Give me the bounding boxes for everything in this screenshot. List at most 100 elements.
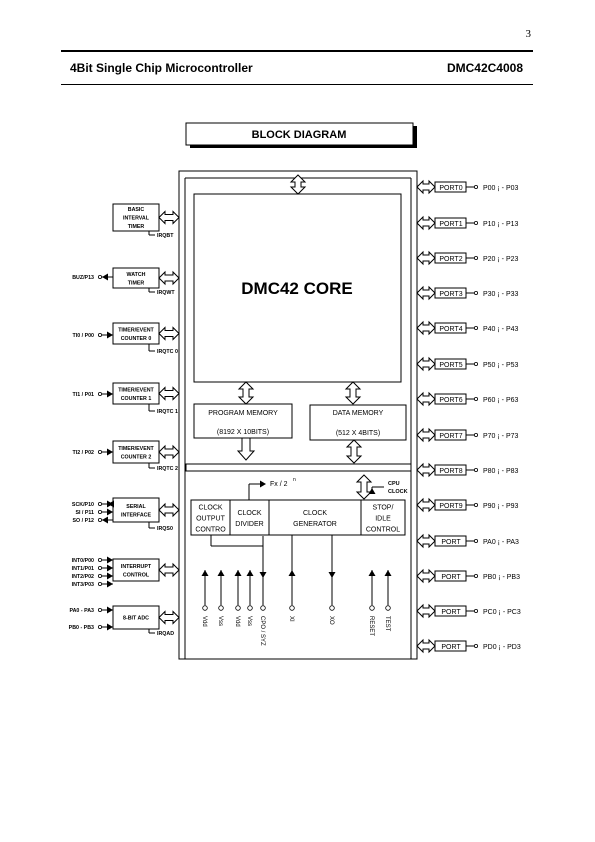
bottom-pin-dot-7 — [329, 605, 335, 611]
left-block-4-irq-label: IRQTC 1 — [157, 409, 178, 415]
port-7-bus-arrow — [416, 391, 436, 407]
port-2-label: PORT1 — [439, 221, 462, 228]
port-1-pins: P00 ¡ - P03 — [483, 185, 519, 192]
bottom-pin-label-7: XO — [328, 616, 334, 625]
left-pin-6-3: SO / P12 — [73, 518, 95, 524]
bottom-pin-label-9: TEST — [384, 616, 390, 632]
core-block — [193, 193, 402, 383]
bottom-pin-label-6: XI — [288, 616, 294, 622]
left-pin-dot-7-4 — [98, 582, 103, 587]
left-block-4-line-2: COUNTER 1 — [121, 396, 152, 402]
port-5-pin-dot — [473, 325, 478, 330]
left-pin-arrow-6-2 — [107, 508, 113, 516]
left-block-6-line-1: SERIAL — [126, 504, 146, 510]
port-12-pins: PB0 ¡ - PB3 — [483, 574, 520, 581]
left-pin-arrow-3-1 — [107, 331, 113, 339]
port-13-pin-dot — [473, 609, 478, 614]
left-pin-4-1: TI1 / P01 — [73, 392, 95, 398]
port-6-bus-arrow — [416, 356, 436, 372]
core-label: DMC42 CORE — [241, 279, 352, 298]
program-memory-down-arrow — [236, 437, 256, 461]
port-4-bus-arrow — [416, 285, 436, 301]
port-14-bus-arrow — [416, 638, 436, 654]
data-memory-block — [309, 404, 407, 441]
port-13-bus-arrow — [416, 603, 436, 619]
bottom-pin-dot-6 — [289, 605, 295, 611]
fx-superscript: n — [293, 477, 296, 483]
left-block-2-line-2: TIMER — [128, 280, 145, 286]
left-pin-dot-5-1 — [98, 449, 103, 454]
left-pin-arrow-7-2 — [107, 564, 113, 572]
left-block-7-line-1: INTERRUPT — [121, 564, 152, 570]
port-11-label: PORT — [441, 539, 461, 546]
left-pin-dot-8-2 — [98, 625, 103, 630]
port-12-pin-dot — [473, 574, 478, 579]
port-3-label: PORT2 — [439, 256, 462, 263]
port-11-bus-arrow — [416, 533, 436, 549]
bottom-pin-dot-5 — [260, 605, 266, 611]
header-part-number: DMC42C4008 — [446, 61, 523, 75]
bottom-pin-label-4: Vss — [246, 616, 252, 626]
clock-block-3-line-1: CLOCK — [303, 510, 327, 517]
left-block-1 — [112, 203, 160, 232]
left-block-1-line-2: INTERVAL — [123, 216, 150, 222]
left-pin-arrow-4-1 — [107, 390, 113, 398]
bottom-pin-dot-8 — [369, 605, 375, 611]
port-12-label: PORT — [441, 574, 461, 581]
left-pin-dot-8-1 — [98, 608, 103, 613]
port-10-label: PORT9 — [439, 503, 462, 510]
left-pin-7-2: INT1/P01 — [72, 566, 94, 572]
header-left-title: 4Bit Single Chip Microcontroller — [70, 61, 253, 75]
bottom-pin-arrow-5 — [259, 572, 267, 578]
left-pin-dot-2-1 — [98, 274, 103, 279]
port-14-label: PORT — [441, 644, 461, 651]
bottom-pin-arrow-1 — [201, 570, 209, 576]
bottom-pin-dot-1 — [202, 605, 208, 611]
left-pin-arrow-6-3 — [102, 516, 108, 524]
bottom-pin-label-1: Vdd — [201, 616, 207, 627]
left-block-8-bus-arrow — [158, 610, 180, 625]
left-pin-dot-7-1 — [98, 558, 103, 563]
left-block-3-line-2: COUNTER 0 — [121, 336, 152, 342]
clock-block-2-line-1: CLOCK — [237, 510, 261, 517]
left-block-7-bus-arrow — [158, 562, 180, 578]
port-4-pin-dot — [473, 290, 478, 295]
port-8-bus-arrow — [416, 427, 436, 443]
left-pin-2-1: BUZ/P13 — [72, 275, 94, 281]
page-number: 3 — [525, 28, 532, 40]
left-pin-arrow-7-1 — [107, 556, 113, 564]
left-block-5-irq-label: IRQTC 2 — [157, 466, 178, 472]
program-memory-size: (8192 X 10BITS) — [217, 429, 269, 436]
port-10-pin-dot — [473, 502, 478, 507]
port-6-label: PORT5 — [439, 362, 462, 369]
left-block-4-line-1: TIMER/EVENT — [118, 387, 154, 393]
port-6-pins: P50 ¡ - P53 — [483, 362, 519, 369]
left-pin-8-1: PA0 - PA3 — [69, 608, 94, 614]
port-5-pins: P40 ¡ - P43 — [483, 326, 519, 333]
bottom-pin-label-8: RESET — [368, 616, 374, 636]
program-memory-block — [193, 403, 293, 439]
clock-block-4 — [360, 499, 406, 536]
core-data-memory-arrow — [344, 381, 362, 405]
data-memory-bus-arrow — [345, 439, 363, 464]
left-block-1-irq-label: IRQBT — [157, 233, 174, 239]
left-pin-arrow-7-4 — [107, 580, 113, 588]
bottom-pin-dot-9 — [385, 605, 391, 611]
port-10-bus-arrow — [416, 497, 436, 513]
port-3-pins: P20 ¡ - P23 — [483, 256, 519, 263]
clock-block-4-line-1: STOP/ — [373, 505, 394, 512]
port-1-bus-arrow — [416, 179, 436, 195]
left-pin-arrow-5-1 — [107, 448, 113, 456]
diagram-title: BLOCK DIAGRAM — [252, 129, 347, 141]
cpu-clock-arrow — [368, 488, 376, 494]
bottom-pin-dot-3 — [235, 605, 241, 611]
left-block-7-line-2: CONTROL — [123, 572, 150, 578]
clock-block-3-line-2: GENERATOR — [293, 521, 337, 528]
port-2-pins: P10 ¡ - P13 — [483, 221, 519, 228]
port-5-label: PORT4 — [439, 326, 462, 333]
clock-block-1-line-2: OUTPUT — [196, 516, 226, 523]
port-14-pin-dot — [473, 644, 478, 649]
bottom-pin-arrow-7 — [328, 572, 336, 578]
left-block-8-line-1: 8-BIT ADC — [123, 616, 149, 622]
port-11-pin-dot — [473, 539, 478, 544]
